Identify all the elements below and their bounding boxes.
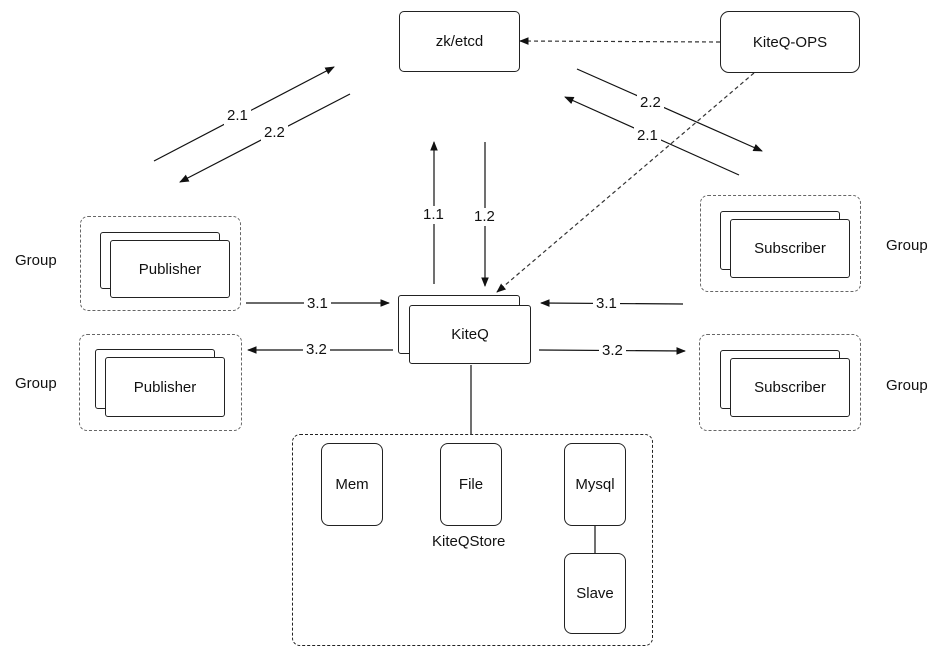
- store-mem-node: Mem: [321, 443, 383, 526]
- store-slave-node: Slave: [564, 553, 626, 634]
- publisher-node-top: Publisher: [110, 240, 230, 298]
- subscriber-node-top: Subscriber: [730, 219, 850, 278]
- store-container: [292, 434, 653, 646]
- registry-label: zk/etcd: [435, 33, 484, 50]
- publisher-node-bottom: Publisher: [105, 357, 225, 417]
- publisher-group-top: [80, 216, 241, 311]
- store-mem-label: Mem: [335, 476, 369, 493]
- store-mysql-label: Mysql: [575, 476, 615, 493]
- edge-label-pub-ack: 3.2: [303, 341, 330, 359]
- group-label-subscriber-bottom: Group: [886, 377, 928, 394]
- edge-label-pub-register: 2.1: [224, 107, 251, 125]
- group-label-publisher-top: Group: [15, 252, 57, 269]
- store-mysql-node: Mysql: [564, 443, 626, 526]
- edge-label-kiteq-register: 1.1: [420, 206, 447, 224]
- publisher-label-top: Publisher: [138, 260, 202, 278]
- subscriber-label-bottom: Subscriber: [754, 379, 826, 396]
- edge-label-kiteq-watch: 1.2: [471, 208, 498, 226]
- edge-label-sub-register: 2.1: [634, 127, 661, 145]
- group-label-publisher-bottom: Group: [15, 375, 57, 392]
- edge-label-pub-send: 3.1: [304, 295, 331, 313]
- store-slave-label: Slave: [576, 585, 614, 602]
- kiteq-label: KiteQ: [451, 326, 489, 343]
- arrow-ops-registry: [519, 37, 721, 45]
- group-label-subscriber-top: Group: [886, 237, 928, 254]
- edge-label-sub-ack: 3.1: [593, 295, 620, 313]
- subscriber-label-top: Subscriber: [754, 240, 826, 257]
- ops-label: KiteQ-OPS: [752, 33, 828, 51]
- subscriber-group-bottom: [699, 334, 861, 431]
- subscriber-group-top: [700, 195, 861, 292]
- subscriber-node-bottom: Subscriber: [730, 358, 850, 417]
- publisher-group-bottom: [79, 334, 242, 431]
- store-file-label: File: [458, 476, 484, 493]
- edge-label-pub-notify: 2.2: [261, 124, 288, 142]
- edge-label-sub-deliver: 3.2: [599, 342, 626, 360]
- arrow-sub-notify: [576, 68, 763, 152]
- publisher-label-bottom: Publisher: [133, 378, 197, 396]
- ops-node: KiteQ-OPS: [720, 11, 860, 73]
- store-title: KiteQStore: [432, 533, 506, 550]
- edge-label-sub-notify: 2.2: [637, 94, 664, 112]
- kiteq-node: KiteQ: [409, 305, 531, 364]
- store-file-node: File: [440, 443, 502, 526]
- registry-node: zk/etcd: [399, 11, 520, 72]
